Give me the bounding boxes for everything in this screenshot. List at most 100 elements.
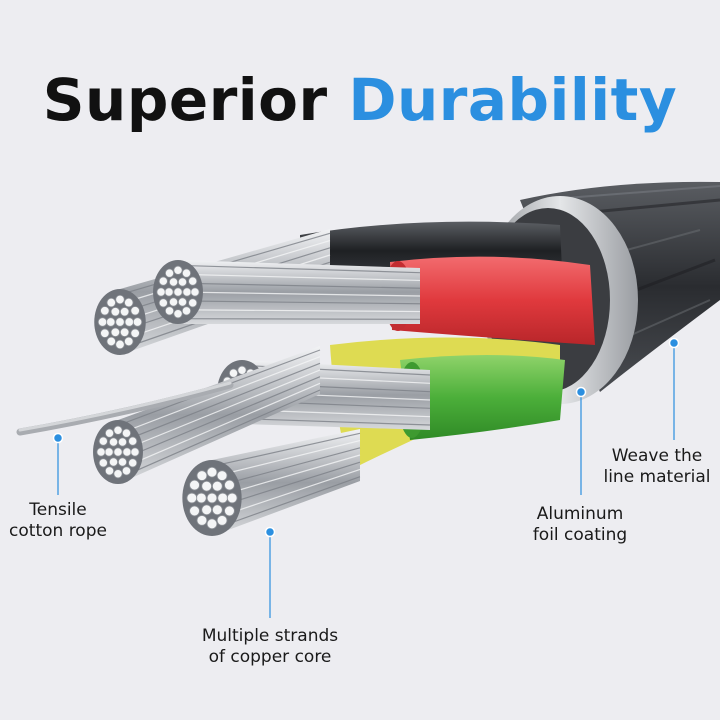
label-copper-line2: of copper core — [208, 647, 332, 667]
strand-wire-end — [224, 479, 235, 491]
strand-line — [117, 382, 321, 471]
strand-wire-end — [113, 425, 123, 435]
strand-wire-end — [196, 515, 208, 526]
strand-wire-end — [128, 436, 138, 446]
strand-line — [117, 376, 321, 462]
strand-wire-end — [226, 492, 238, 504]
strand-wire-end — [224, 505, 235, 517]
strand-wire-end — [104, 466, 115, 476]
strand-wire-end — [113, 469, 123, 479]
strand-wire-end — [158, 276, 168, 286]
strand-wire-end — [211, 504, 223, 516]
title-part1: Superior — [42, 66, 328, 134]
strand-line — [117, 362, 321, 444]
strand-wire-end — [106, 297, 116, 308]
strand-line — [211, 476, 361, 531]
label-weave-line2: line material — [603, 467, 711, 487]
label-foil-line2: foil coating — [532, 525, 628, 545]
strand-wire-end — [206, 518, 218, 530]
strand-wire-end — [132, 317, 143, 327]
label-copper-line1: Multiple strands — [201, 626, 339, 646]
strand-wire-end — [115, 294, 125, 305]
strand-wire-end — [100, 328, 110, 338]
title-part2: Durability — [348, 66, 678, 134]
strand-wire-end — [130, 328, 140, 338]
strand-wire-end — [119, 327, 130, 337]
strand-wire-end — [201, 480, 213, 492]
strand-wire-end — [206, 492, 218, 504]
strand-wire-end — [173, 287, 183, 297]
strand-wire-end — [189, 479, 200, 491]
strand-wire-end — [216, 515, 228, 526]
strand-wire-end — [177, 277, 188, 287]
strand-wire-end — [217, 492, 229, 504]
label-aluminum-foil: Aluminum foil coating — [515, 504, 645, 546]
strand-wire-end — [108, 437, 119, 447]
callout-pointers — [52, 337, 680, 618]
strand-wire-end — [108, 457, 119, 467]
strand-wire-end — [186, 492, 198, 504]
strand-wire-end — [124, 297, 134, 308]
strand-wire-end — [124, 336, 134, 347]
strand-bundle-bottom — [182, 429, 361, 536]
strand-wire-end — [119, 307, 130, 317]
strand-wire-end — [168, 297, 179, 307]
strand-wire-end — [181, 306, 192, 316]
strand-wire-end — [121, 428, 132, 438]
strand-wire-end — [115, 317, 125, 327]
label-tensile-cotton-rope: Tensile cotton rope — [0, 500, 116, 542]
label-tensile-line1: Tensile — [29, 500, 87, 520]
strand-wire-end — [122, 447, 132, 457]
label-copper-core: Multiple strands of copper core — [185, 626, 355, 668]
strand-body — [118, 346, 320, 484]
strand-wire-end — [195, 492, 207, 504]
strand-wire-end — [121, 466, 132, 476]
strand-line — [117, 356, 321, 435]
strand-wire-end — [98, 458, 108, 468]
strand-wire-end — [96, 447, 106, 457]
label-weave-material: Weave the line material — [594, 446, 720, 488]
strand-line — [241, 418, 431, 426]
strand-wire-end — [206, 466, 218, 478]
copper-strand-bundles — [93, 229, 431, 536]
page-title: Superior Durability — [0, 66, 720, 134]
strand-wire-end — [124, 317, 134, 327]
strand-wire-end — [228, 368, 239, 378]
strand-wire-end — [211, 480, 223, 492]
strand-bundle-lower-left — [93, 346, 321, 484]
strand-wire-end — [181, 268, 192, 278]
strand-line — [177, 264, 421, 274]
strand-wire-end — [106, 317, 116, 327]
strand-wire-end — [115, 339, 125, 350]
strand-wire-end — [216, 470, 228, 481]
strand-wire-end — [164, 306, 175, 316]
strand-wire-end — [164, 287, 174, 297]
strand-wire-end — [130, 447, 140, 457]
strand-wire-end — [117, 437, 128, 447]
strand-line — [211, 432, 361, 467]
strand-wire-end — [168, 277, 179, 287]
label-tensile-line2: cotton rope — [9, 521, 107, 541]
strand-wire-end — [158, 298, 168, 308]
strand-wire-end — [196, 470, 208, 481]
strand-wire-end — [98, 436, 108, 446]
strand-wire-end — [173, 309, 183, 319]
strand-wire-end — [104, 447, 114, 457]
strand-wire-end — [110, 307, 121, 317]
strand-body — [212, 429, 360, 536]
strand-wire-end — [110, 327, 121, 337]
strand-wire-end — [182, 287, 192, 297]
strand-wire-end — [201, 504, 213, 516]
strand-wire-end — [130, 306, 140, 316]
strand-wire-end — [117, 457, 128, 467]
strand-wire-end — [100, 306, 110, 316]
strand-wire-end — [164, 268, 175, 278]
strand-wire-end — [97, 317, 108, 327]
label-weave-line1: Weave the — [611, 446, 703, 466]
strand-wire-end — [190, 287, 200, 297]
strand-wire-end — [128, 458, 138, 468]
strand-line — [177, 291, 421, 297]
strand-line — [177, 282, 421, 289]
strand-line — [177, 273, 421, 282]
